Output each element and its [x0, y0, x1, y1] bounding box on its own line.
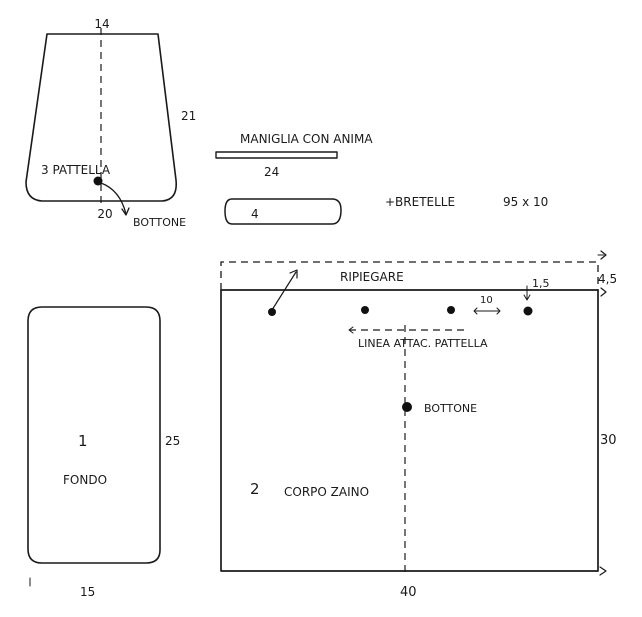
- attachment-dot: [268, 308, 276, 316]
- flap-attach-label: LINEA ATTAC. PATTELLA: [358, 337, 488, 350]
- bottom-width: 15: [80, 585, 95, 599]
- edge-offset-arrow: [523, 285, 531, 301]
- bottom-name: FONDO: [63, 473, 107, 487]
- handle-strip: [215, 151, 338, 159]
- flap-height: 21: [181, 109, 196, 123]
- body-bottom-arrowhead: [599, 566, 607, 576]
- dot-spacing: 10: [480, 295, 493, 306]
- flap-button-arrowhead: [121, 207, 130, 216]
- body-name: CORPO ZAINO: [284, 485, 369, 499]
- flap-outline: [25, 33, 178, 202]
- handle-width: 4: [251, 207, 259, 221]
- fold-pointer-arrowhead: [289, 269, 298, 279]
- bottom-piece: 1 FONDO 25 15: [27, 306, 180, 599]
- body-outline: [220, 289, 599, 572]
- flap-piece: 14 21 3 PATTELLA 20 BOTTONE: [25, 17, 196, 229]
- fold-pointer-arrow: [271, 271, 297, 311]
- handle-piece: MANIGLIA CON ANIMA 24 4: [215, 132, 373, 225]
- handle-length: 24: [264, 165, 279, 179]
- attachment-dot: [523, 306, 533, 316]
- flap-button-arrow: [100, 182, 127, 215]
- bottom-number: 1: [78, 432, 88, 450]
- straps-label: +BRETELLE: [385, 195, 455, 209]
- body-piece: RIPIEGARE 4,5 30 10 1,5 LINEA ATTAC. PAT…: [220, 250, 617, 600]
- fold-allowance-outline: [220, 261, 599, 290]
- fold-height: 4,5: [598, 272, 617, 286]
- flap-top-width: 14: [94, 17, 109, 31]
- bottom-height: 25: [165, 434, 180, 448]
- body-button-dot: [402, 402, 412, 412]
- body-width: 40: [400, 585, 417, 600]
- straps-size: 95 x 10: [503, 195, 548, 209]
- handle-title: MANIGLIA CON ANIMA: [240, 132, 373, 146]
- attachment-dot: [447, 306, 455, 314]
- body-number: 2: [250, 480, 260, 498]
- fold-dimension-arrowhead: [600, 250, 607, 260]
- flap-button-dot: [93, 176, 103, 186]
- body-height: 30: [600, 433, 617, 448]
- flap-button-label: BOTTONE: [133, 216, 186, 229]
- flap-bottom-width: 20: [97, 207, 112, 221]
- handle-piece-outline: [224, 198, 342, 225]
- flap-label: 3 PATTELLA: [41, 163, 111, 177]
- body-top-arrowhead: [600, 287, 607, 297]
- edge-offset: 1,5: [532, 277, 550, 290]
- body-button-label: BOTTONE: [424, 402, 477, 415]
- bottom-outline: [27, 306, 161, 564]
- straps-note: +BRETELLE 95 x 10: [385, 195, 548, 209]
- flap-attach-arrowhead: [348, 326, 354, 334]
- attachment-dot: [361, 306, 369, 314]
- dot-spacing-arrow: [473, 307, 501, 315]
- fold-label: RIPIEGARE: [340, 270, 404, 284]
